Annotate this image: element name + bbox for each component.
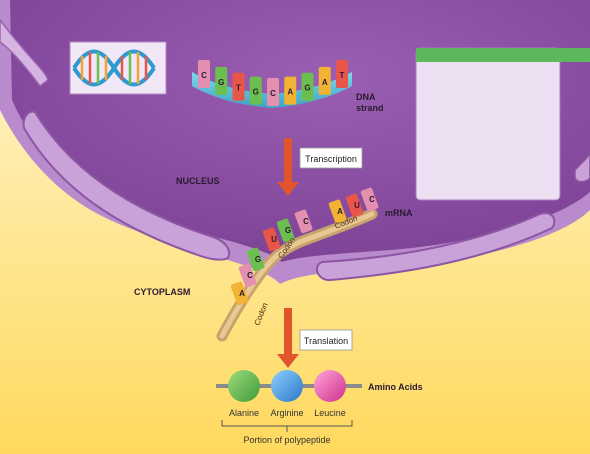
mrna-base-letter: G (285, 226, 291, 235)
dna-base-1: G (215, 66, 228, 95)
dna-base-8: T (336, 60, 348, 88)
mrna-base-letter: U (271, 235, 277, 244)
transcription-label: Transcription (305, 154, 357, 164)
mrna-base-8: A (230, 281, 249, 306)
leucine-label: Leucine (314, 408, 346, 418)
mrna-base-letter: C (303, 217, 309, 226)
dna-base-6: G (301, 72, 314, 101)
dna-base-5: A (284, 76, 297, 105)
mrna-base-letter: U (354, 201, 360, 210)
amino-acids-label: Amino Acids (368, 382, 423, 392)
amino-acid-arginine (271, 370, 303, 402)
envelope-lumen-edge (574, 151, 590, 183)
dna-strand-label-line2: strand (356, 103, 384, 113)
mrna-base-5: U (262, 227, 281, 252)
mrna-base-0: C (360, 187, 379, 212)
dna-base-7: A (318, 66, 331, 95)
dna-strand-label-line1: DNA (356, 92, 376, 102)
mrna-base-2: A (328, 199, 347, 224)
cytoplasm-label: CYTOPLASM (134, 287, 190, 297)
mrna-base-3: C (294, 209, 313, 234)
dna-base-4: C (267, 78, 279, 106)
dna-base-0: C (198, 60, 210, 88)
dna-base-2: T (232, 72, 245, 101)
polypeptide-label: Portion of polypeptide (243, 435, 330, 445)
amino-acid-leucine (314, 370, 346, 402)
legend-card-header (416, 48, 590, 62)
mrna-base-6: G (246, 247, 265, 272)
dna-base-3: G (249, 76, 262, 105)
mrna-base-letter: C (369, 195, 375, 204)
dna-base-letter: G (304, 84, 310, 93)
mrna-base-letter: C (247, 271, 253, 280)
mrna-base-4: G (276, 218, 295, 243)
legend-card (415, 47, 561, 201)
mrna-base-letter: G (255, 255, 261, 264)
amino-acid-alanine (228, 370, 260, 402)
dna-helix-card (69, 41, 167, 95)
mrna-base-letter: A (337, 207, 343, 216)
transcription-arrow (277, 138, 299, 196)
mrna-base-1: U (345, 193, 364, 218)
translation-label-box (299, 329, 353, 351)
dna-base-letter: C (201, 71, 207, 80)
mrna-base-letter: A (239, 289, 245, 298)
arginine-label: Arginine (270, 408, 303, 418)
dna-base-letter: G (253, 88, 259, 97)
alanine-label: Alanine (229, 408, 259, 418)
dna-base-letter: G (218, 78, 224, 87)
mrna-base-7: C (238, 263, 257, 288)
mrna-label: mRNA (385, 208, 413, 218)
dna-base-letter: T (236, 84, 241, 93)
envelope-lumen-right (315, 212, 556, 281)
translation-label: Translation (304, 336, 348, 346)
dna-base-letter: A (322, 78, 328, 87)
dna-base-letter: C (270, 89, 276, 98)
nucleus-label: NUCLEUS (176, 176, 220, 186)
envelope-lumen-middle (22, 110, 230, 261)
polypeptide-bracket (221, 420, 353, 432)
dna-bases: C G T G C A G A T (198, 60, 348, 106)
translation-arrow (277, 308, 299, 368)
dna-base-letter: T (340, 71, 345, 80)
transcription-label-box (299, 147, 363, 169)
dna-base-letter: A (287, 88, 293, 97)
dna-helix-icon (72, 49, 156, 87)
envelope-lumen-left (0, 18, 49, 88)
